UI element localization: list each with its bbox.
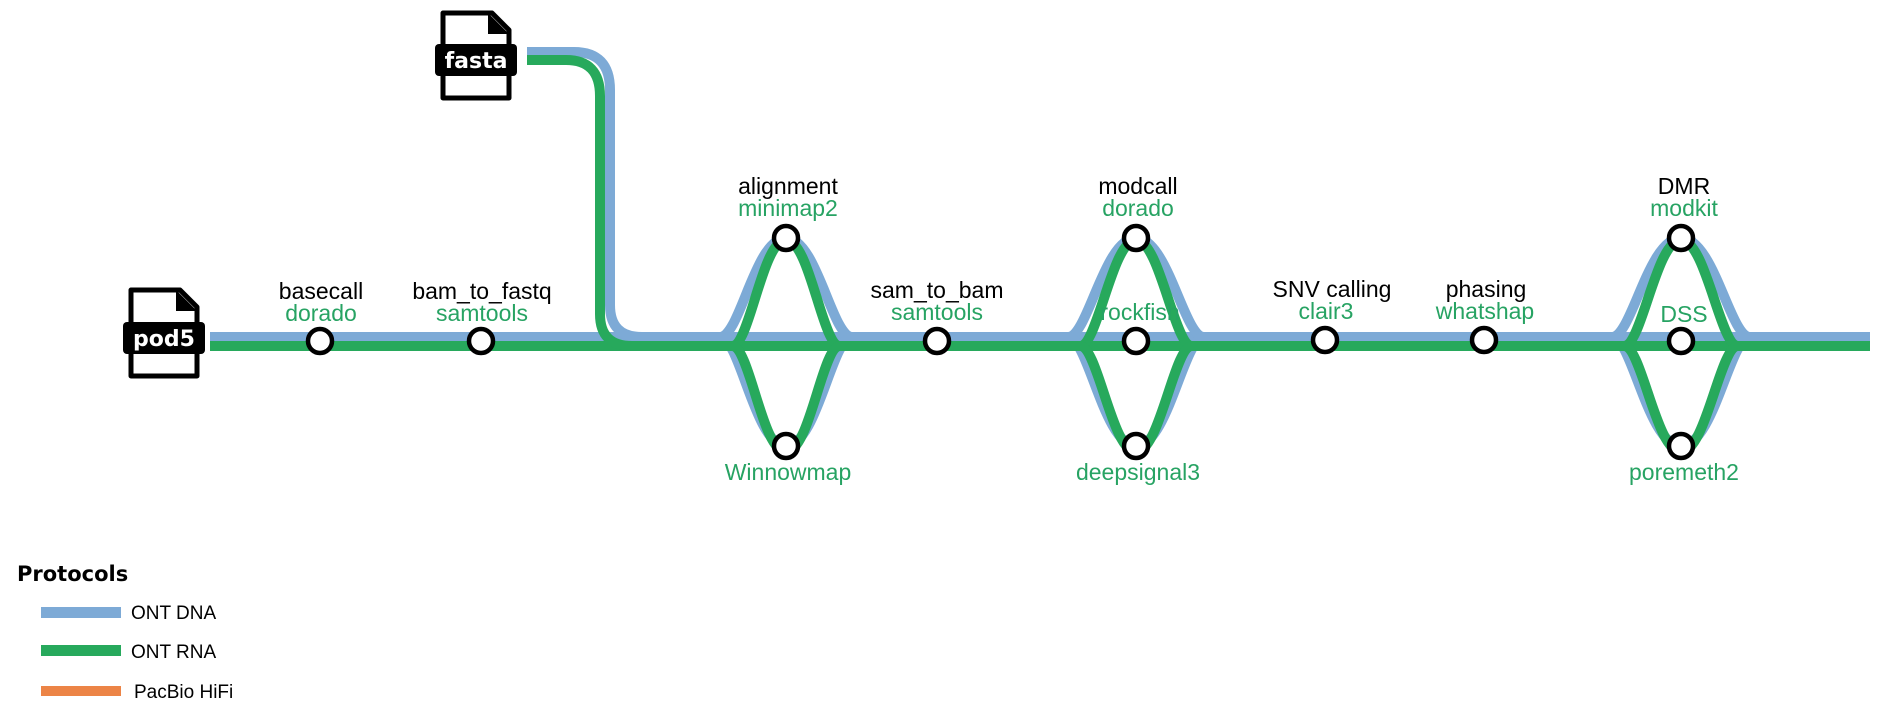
tool-label-winnowmap: Winnowmap xyxy=(725,459,852,485)
legend: Protocols ONT DNA ONT RNA PacBio HiFi xyxy=(17,562,233,703)
stations xyxy=(305,223,1696,461)
step-labels: basecall bam_to_fastq alignment sam_to_b… xyxy=(279,173,1710,304)
station-dmr-modkit xyxy=(1666,223,1696,253)
station-modcall-deepsignal3 xyxy=(1121,431,1151,461)
tool-label-dorado-modcall: dorado xyxy=(1102,195,1174,221)
step-label-bam-to-fastq: bam_to_fastq xyxy=(412,278,551,304)
tool-label-clair3: clair3 xyxy=(1299,298,1354,324)
fasta-file-label: fasta xyxy=(445,49,508,74)
station-modcall-dorado xyxy=(1121,223,1151,253)
legend-label-pacbio-hifi: PacBio HiFi xyxy=(134,682,233,703)
ont-dna-alignment-upper-branch xyxy=(718,233,854,342)
tool-label-deepsignal3: deepsignal3 xyxy=(1076,459,1200,485)
legend-title: Protocols xyxy=(17,562,128,586)
station-modcall-rockfish xyxy=(1121,326,1151,356)
step-label-sam-to-bam: sam_to_bam xyxy=(871,277,1004,303)
tool-label-samtools-bam: samtools xyxy=(891,299,983,325)
ont-dna-fasta-line xyxy=(527,47,643,342)
step-label-modcall: modcall xyxy=(1098,173,1177,199)
station-alignment-minimap2 xyxy=(771,223,801,253)
station-sam-to-bam-samtools xyxy=(922,326,952,356)
legend-label-ont-rna: ONT RNA xyxy=(131,642,216,663)
pod5-file-label: pod5 xyxy=(133,327,195,352)
legend-swatch-pacbio-hifi xyxy=(41,686,121,696)
tool-label-dorado-basecall: dorado xyxy=(285,300,357,326)
legend-swatch-ont-rna xyxy=(41,645,121,656)
step-label-alignment: alignment xyxy=(738,173,838,199)
tool-label-dss: DSS xyxy=(1660,301,1707,327)
station-dmr-dss xyxy=(1666,326,1696,356)
step-label-basecall: basecall xyxy=(279,278,363,304)
station-basecall-dorado xyxy=(305,326,335,356)
legend-swatch-ont-dna xyxy=(41,607,121,618)
tool-label-modkit: modkit xyxy=(1650,195,1718,221)
station-alignment-winnowmap xyxy=(771,431,801,461)
pod5-file-icon: pod5 xyxy=(123,287,205,379)
station-bam-to-fastq-samtools xyxy=(466,326,496,356)
tool-labels: dorado samtools minimap2 Winnowmap samto… xyxy=(285,195,1739,485)
ont-rna-fasta-line xyxy=(527,55,633,351)
step-label-snv-calling: SNV calling xyxy=(1273,276,1392,302)
ont-rna-route xyxy=(210,55,1870,457)
station-dmr-poremeth2 xyxy=(1666,431,1696,461)
station-phasing-whatshap xyxy=(1469,325,1499,355)
station-snv-calling-clair3 xyxy=(1310,325,1340,355)
step-label-dmr: DMR xyxy=(1658,173,1710,199)
ont-dna-route xyxy=(210,47,1870,451)
fasta-file-icon: fasta xyxy=(435,10,517,101)
tool-label-samtools-fastq: samtools xyxy=(436,300,528,326)
legend-label-ont-dna: ONT DNA xyxy=(131,603,216,624)
tool-label-poremeth2: poremeth2 xyxy=(1629,459,1739,485)
tool-label-minimap2: minimap2 xyxy=(738,195,838,221)
step-label-phasing: phasing xyxy=(1446,276,1527,302)
tool-label-whatshap: whatshap xyxy=(1435,298,1534,324)
tool-label-rockfish: rockfish xyxy=(1100,299,1179,325)
